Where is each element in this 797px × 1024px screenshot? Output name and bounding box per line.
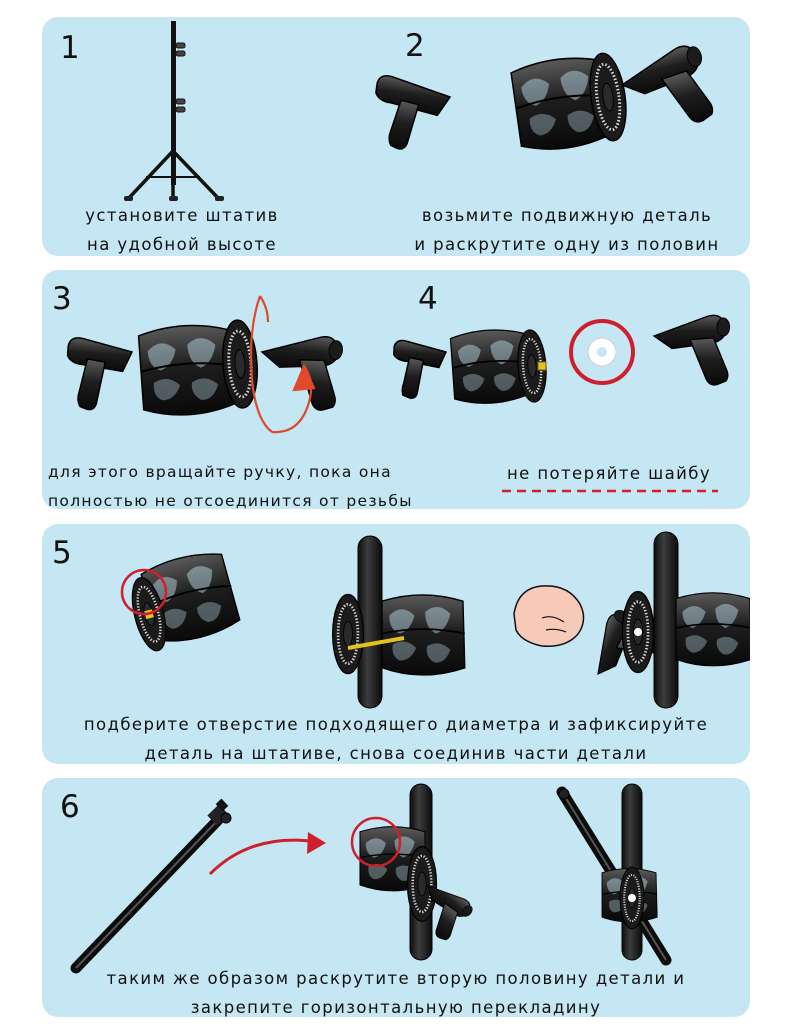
caption-line: полностью не отсоединится от резьбы bbox=[48, 492, 413, 509]
caption-line: подберите отверстие подходящего диаметра… bbox=[83, 715, 709, 734]
step-panel-5: 5 подберите отверстие подходящего диамет… bbox=[42, 524, 750, 764]
step-number-3: 3 bbox=[52, 281, 72, 317]
direction-arrow-icon bbox=[208, 838, 319, 876]
super-clamp-icon bbox=[375, 41, 718, 156]
washer-icon bbox=[569, 319, 635, 385]
clamp-on-pole-icon bbox=[556, 783, 672, 966]
caption-line: таким же образом раскрутите вторую полов… bbox=[106, 969, 686, 988]
step-2-caption: возьмите подвижную деталь и раскрутите о… bbox=[392, 201, 742, 256]
step-panel-1-2: 1 2 установите штатив на удобной высоте … bbox=[42, 17, 750, 256]
super-clamp-icon bbox=[124, 546, 243, 656]
clamp-on-pole-icon bbox=[331, 535, 466, 709]
boom-arm-icon bbox=[70, 798, 232, 974]
step-number-1: 1 bbox=[60, 30, 80, 66]
panel-5-artwork bbox=[120, 531, 750, 709]
step-panel-3-4: 3 4 для этого вращайте ручку, пока она п… bbox=[42, 270, 750, 509]
caption-line: не потеряйте шайбу bbox=[506, 464, 712, 483]
panel-6-artwork bbox=[70, 783, 672, 974]
step-5-caption: подберите отверстие подходящего диаметра… bbox=[42, 710, 750, 764]
step-number-2: 2 bbox=[405, 28, 425, 64]
clamp-on-pole-icon bbox=[350, 783, 476, 961]
highlight-circle bbox=[350, 816, 402, 868]
rotation-arrow-icon bbox=[249, 295, 316, 434]
step-4-caption: не потеряйте шайбу bbox=[494, 459, 724, 488]
step-1-caption: установите штатив на удобной высоте bbox=[52, 201, 312, 256]
caption-line: деталь на штативе, снова соединив части … bbox=[144, 744, 648, 763]
step-number-4: 4 bbox=[418, 281, 438, 317]
step-number-5: 5 bbox=[52, 535, 72, 571]
step-number-6: 6 bbox=[60, 789, 80, 825]
caption-line: на удобной высоте bbox=[87, 235, 277, 254]
caption-line: закрепите горизонтальную перекладину bbox=[190, 998, 602, 1017]
caption-line: возьмите подвижную деталь bbox=[421, 206, 713, 225]
clamp-on-pole-icon bbox=[620, 531, 750, 709]
hand-icon bbox=[513, 585, 585, 647]
highlight-circle bbox=[120, 568, 168, 616]
caption-line: установите штатив bbox=[85, 206, 279, 225]
panel-1-artwork bbox=[124, 21, 718, 201]
panel-3-artwork bbox=[66, 295, 731, 493]
super-clamp-icon bbox=[66, 317, 345, 419]
tripod-stand-icon bbox=[124, 21, 224, 201]
super-clamp-icon bbox=[392, 326, 550, 407]
caption-line: для этого вращайте ручку, пока она bbox=[48, 463, 392, 481]
step-panel-6: 6 таким же образом раскрутите вторую пол… bbox=[42, 778, 750, 1017]
handle-part-icon bbox=[653, 314, 731, 386]
caption-line: и раскрутите одну из половин bbox=[414, 235, 720, 254]
step-6-caption: таким же образом раскрутите вторую полов… bbox=[42, 964, 750, 1017]
step-3-caption: для этого вращайте ручку, пока она полно… bbox=[48, 458, 448, 509]
